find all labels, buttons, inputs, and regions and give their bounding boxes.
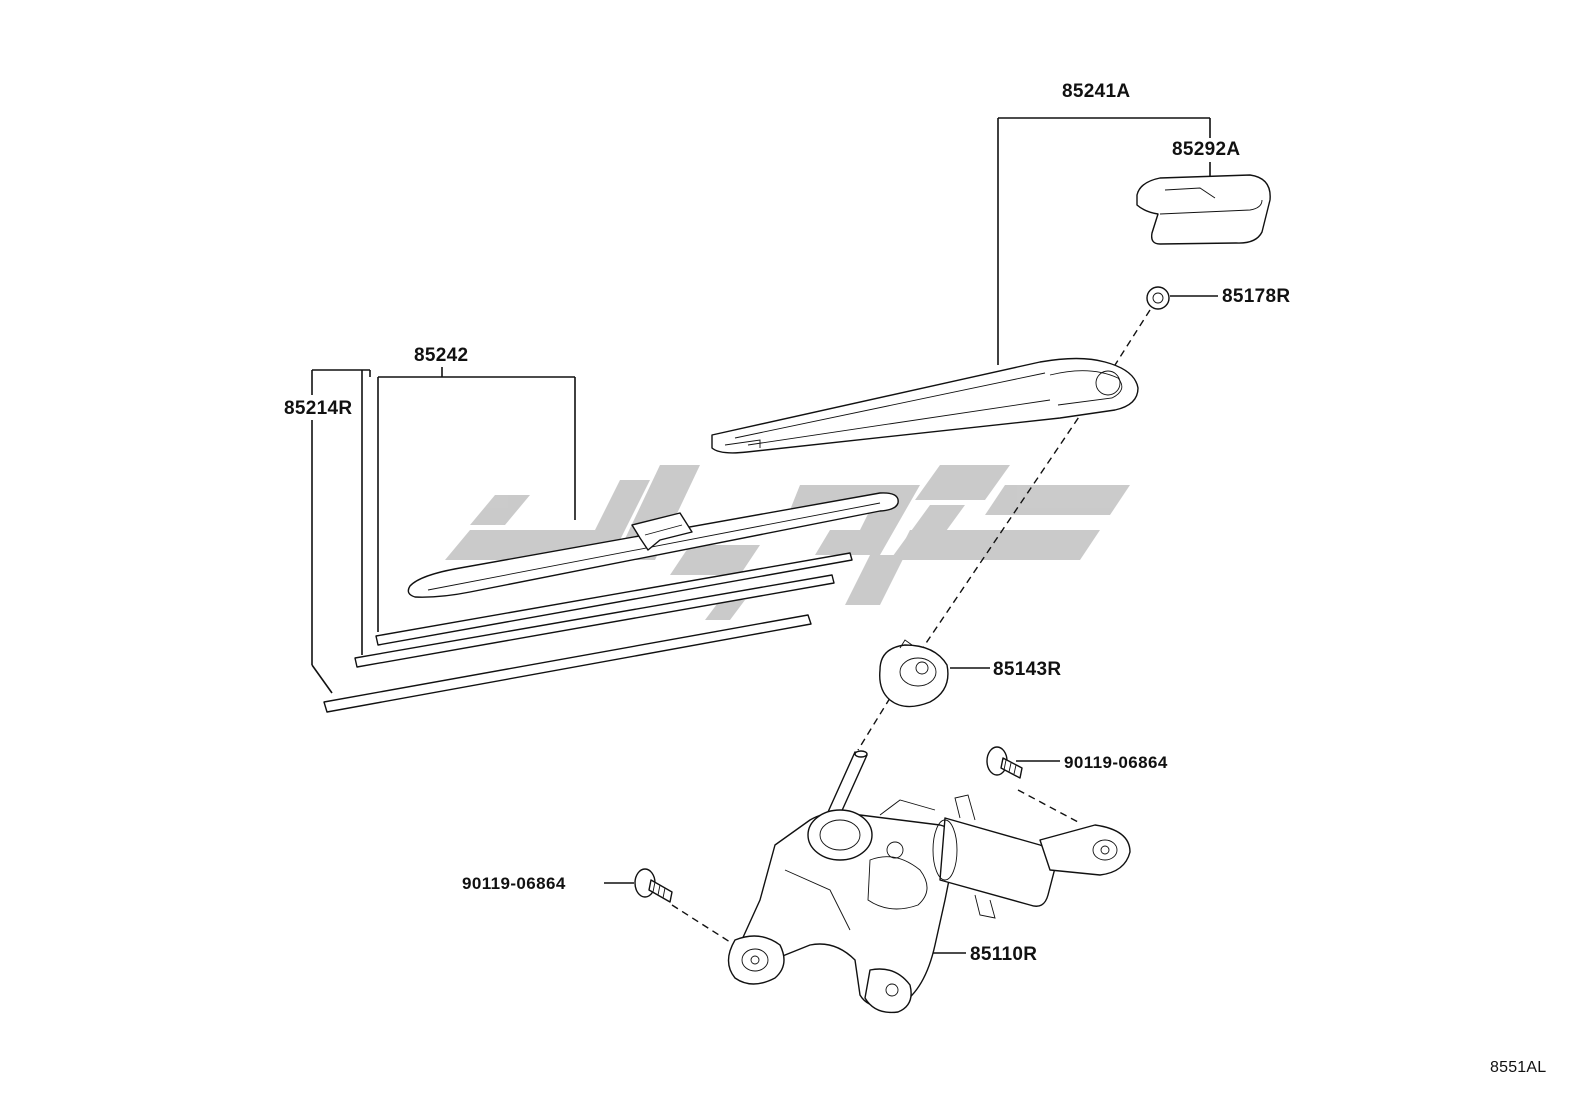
label-bolt-right: 90119-06864 [1064, 753, 1168, 772]
rubber-strip-1 [375, 552, 853, 646]
wiper-arm-part [711, 357, 1139, 454]
label-85241A: 85241A [1062, 81, 1130, 102]
arm-nut-part [1146, 286, 1170, 310]
label-85214R: 85214R [284, 398, 352, 419]
wiper-blade-part [407, 492, 899, 598]
label-85292A: 85292A [1172, 139, 1240, 160]
label-bolt-left: 90119-06864 [462, 874, 566, 893]
label-85178R: 85178R [1222, 286, 1290, 307]
bolt-left-part [634, 868, 673, 903]
alignment-dashes [671, 309, 1151, 943]
wiper-motor-part [727, 750, 1131, 1014]
rubber-strip-2 [354, 574, 835, 668]
arm-cap-part [1136, 174, 1271, 245]
label-85242: 85242 [414, 345, 468, 366]
label-85143R: 85143R [993, 659, 1061, 680]
label-85110R: 85110R [970, 944, 1037, 965]
rubber-strip-3 [323, 614, 812, 713]
part-labels: 85241A 85292A 85178R 85242 85214R 85143R… [284, 81, 1546, 1076]
watermark-logo [445, 465, 1130, 620]
pivot-cap-part [879, 639, 949, 708]
bolt-right-part [986, 746, 1023, 779]
illustration-code: 8551AL [1490, 1059, 1546, 1076]
leader-lines [311, 117, 1218, 954]
